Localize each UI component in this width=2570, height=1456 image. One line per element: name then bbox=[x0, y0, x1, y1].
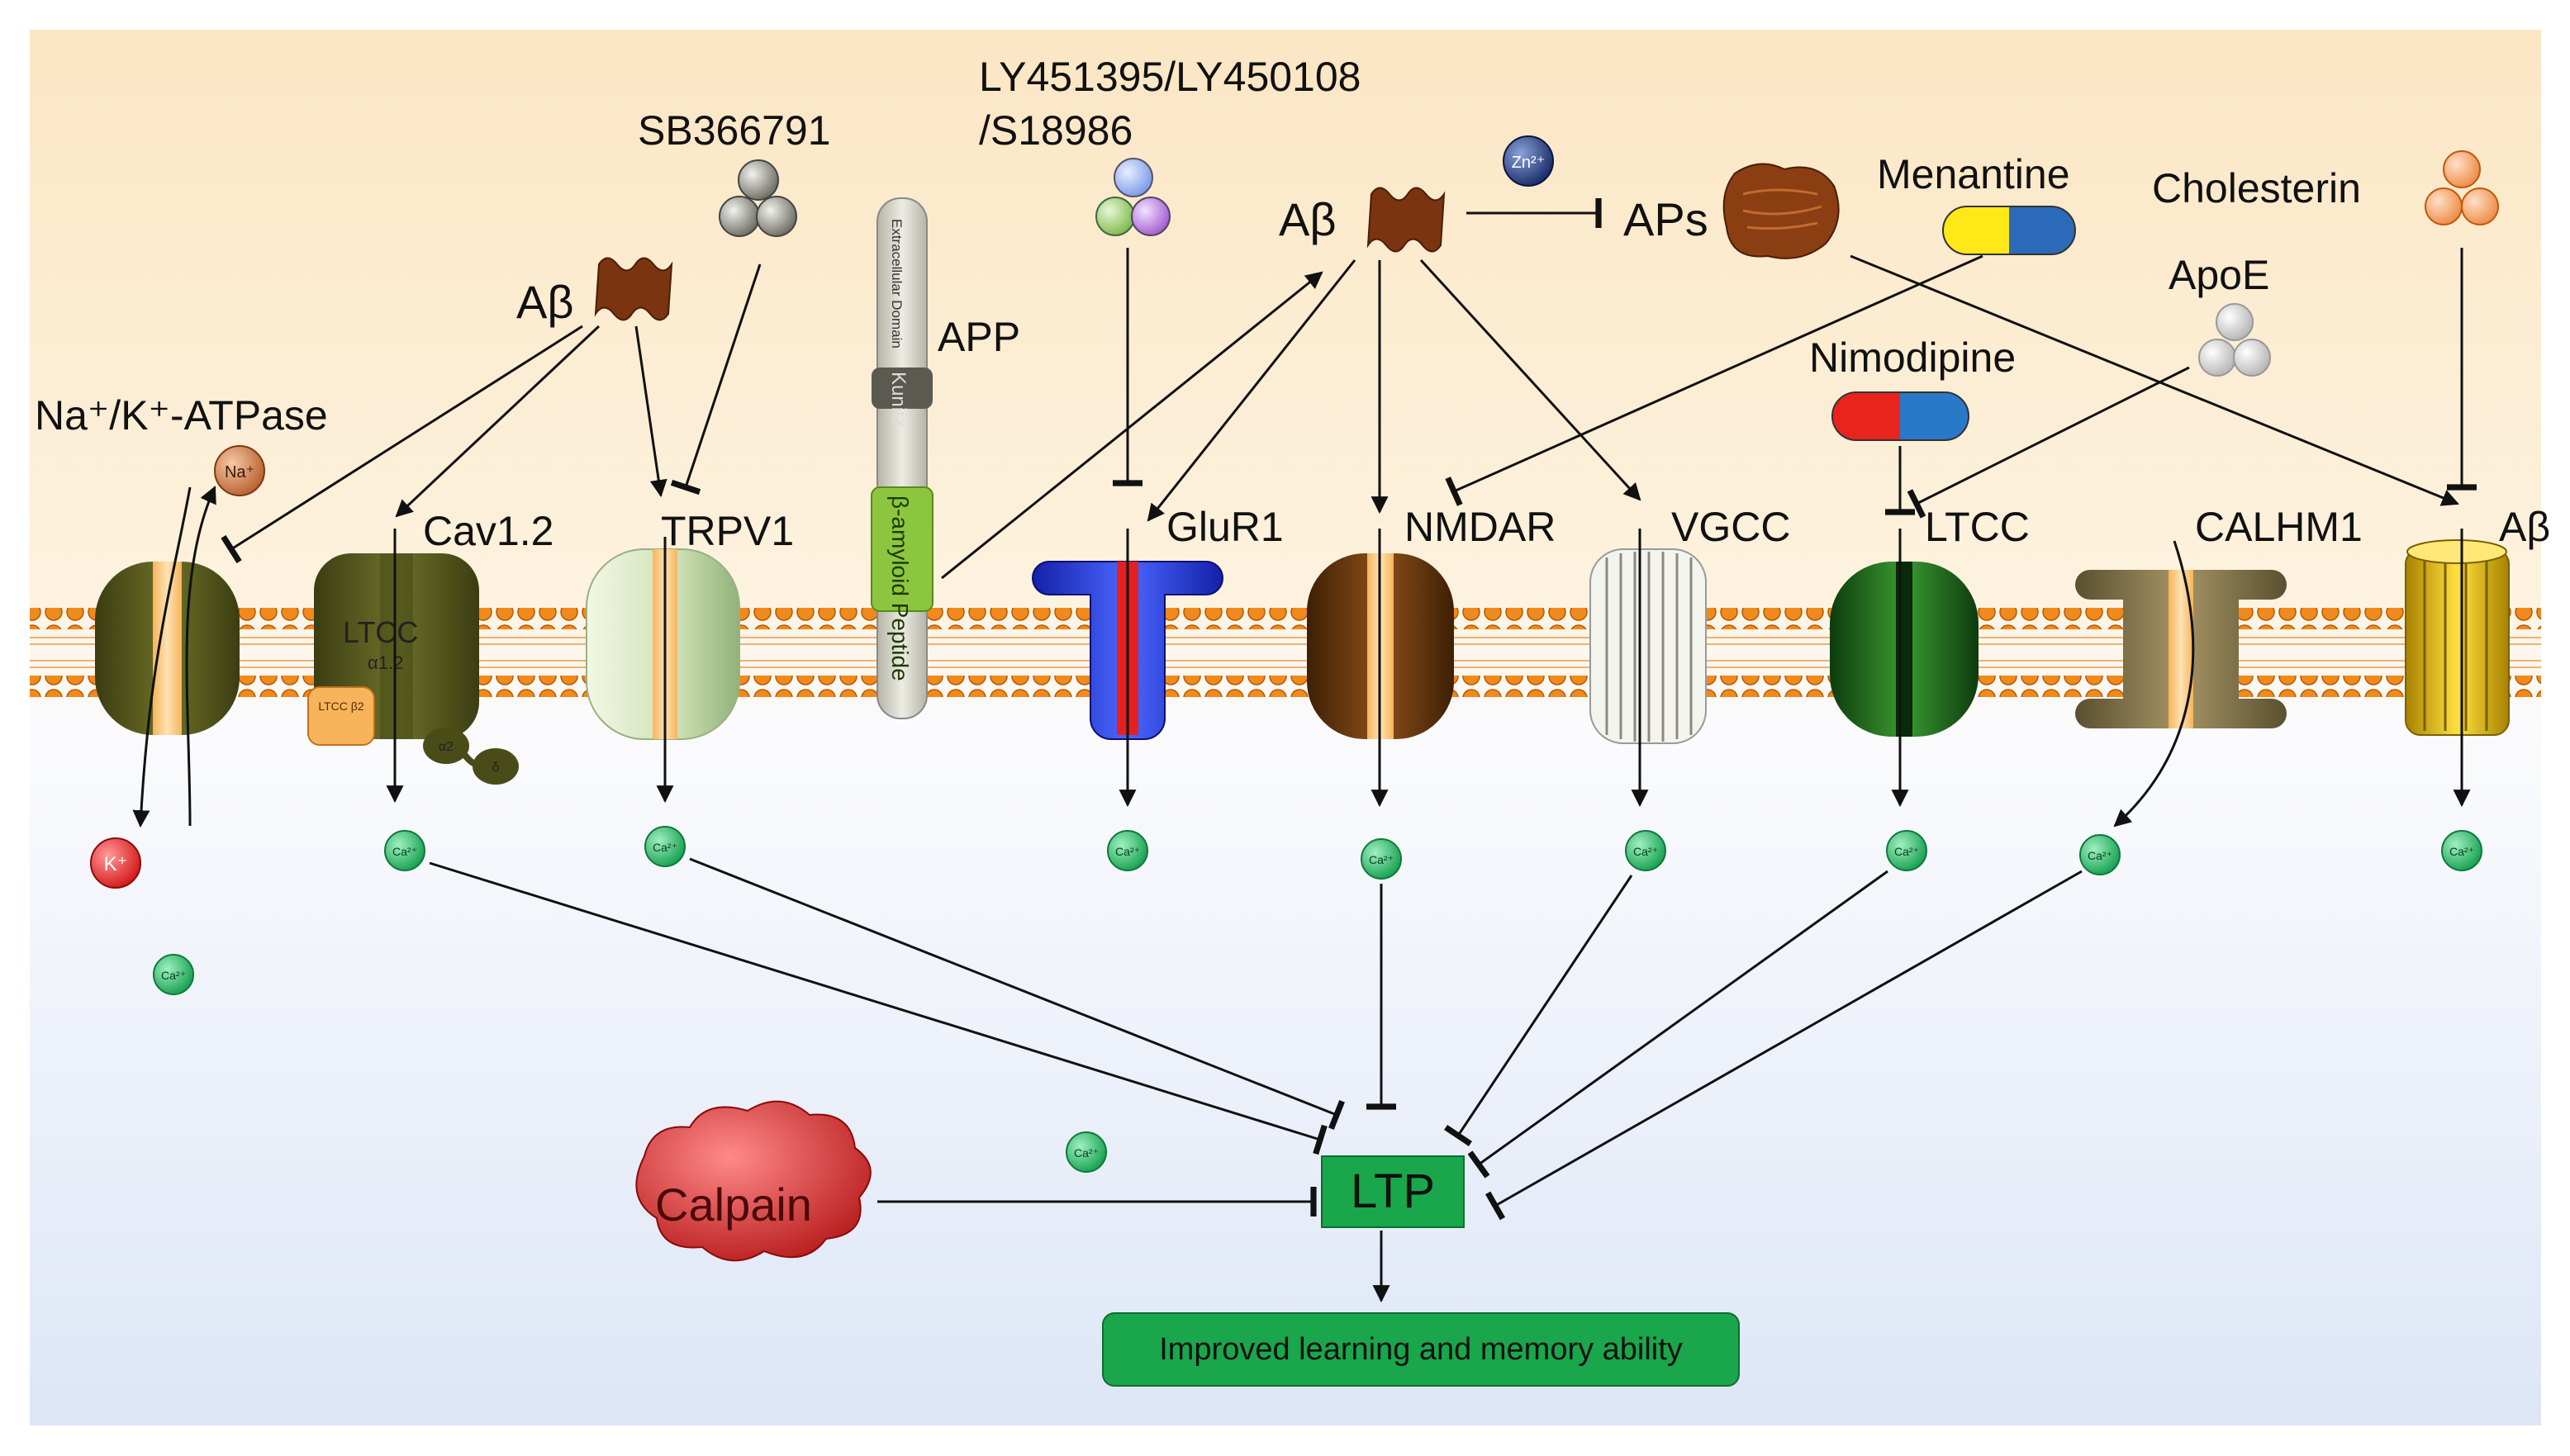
na-k-atpase-label: Na⁺/K⁺-ATPase bbox=[35, 392, 328, 439]
extracellular-connections bbox=[221, 198, 2477, 828]
calhm1-channel bbox=[2075, 570, 2287, 728]
apoe-molecule-icon bbox=[2198, 303, 2271, 377]
ltp-box bbox=[1321, 1155, 1465, 1228]
nmdar-label: NMDAR bbox=[1404, 504, 1556, 550]
ab-left-label: Aβ bbox=[516, 276, 574, 328]
k-ion: K⁺ bbox=[90, 837, 141, 889]
menantine-label: Menantine bbox=[1877, 151, 2070, 197]
ltcc-label: LTCC bbox=[1925, 504, 2030, 550]
na-ion: Na⁺ bbox=[214, 445, 265, 496]
ca-ion-free-center bbox=[1066, 1131, 1107, 1173]
ca-ion-nmdar bbox=[1361, 838, 1402, 880]
cholesterin-molecule-icon bbox=[2425, 150, 2499, 225]
cholesterin-label: Cholesterin bbox=[2152, 165, 2361, 211]
cav12-label: Cav1.2 bbox=[423, 508, 553, 554]
ltcc-main-label: LTCC bbox=[343, 615, 418, 649]
app-label: APP bbox=[938, 314, 1020, 360]
vgcc-channel bbox=[1589, 548, 1707, 744]
svg-text:K⁺: K⁺ bbox=[104, 853, 128, 875]
calhm1-label: CALHM1 bbox=[2195, 504, 2363, 550]
nimodipine-label: Nimodipine bbox=[1809, 334, 2016, 381]
ca-ion-calhm1 bbox=[2079, 834, 2121, 875]
outcome-label: Improved learning and memory ability bbox=[1159, 1332, 1683, 1367]
ab-pore-channel bbox=[2405, 539, 2510, 736]
ca-ion-free-left bbox=[153, 954, 194, 995]
vgcc-label: VGCC bbox=[1671, 504, 1790, 550]
ltcc-beta-label: LTCC β2 bbox=[318, 700, 363, 713]
app-protein bbox=[871, 197, 933, 719]
sb366791-molecule-icon bbox=[719, 159, 797, 237]
glur1-label: GluR1 bbox=[1166, 504, 1284, 550]
ca-ion-trpv1 bbox=[644, 826, 686, 867]
ltcc-alpha2-label: α2 bbox=[439, 740, 454, 754]
zn-ion: Zn²⁺ bbox=[1503, 135, 1554, 187]
aps-plaque-icon bbox=[1722, 163, 1840, 259]
outcome-box bbox=[1102, 1312, 1740, 1387]
calpain-label: Calpain bbox=[655, 1179, 812, 1231]
aps-label: APs bbox=[1623, 193, 1708, 245]
ca-ion-glur1 bbox=[1107, 830, 1148, 871]
ca-ion-cav12 bbox=[384, 830, 425, 871]
app-kunitz-label: Kunitz bbox=[887, 372, 910, 427]
apoe-label: ApoE bbox=[2169, 252, 2269, 298]
nimodipine-pill-icon bbox=[1831, 391, 1969, 441]
ltcc-channel bbox=[1830, 562, 1979, 737]
trpv1-label: TRPV1 bbox=[661, 508, 794, 554]
svg-text:Na⁺: Na⁺ bbox=[225, 463, 254, 481]
app-beta-amyloid-label: β-amyloid Peptide bbox=[887, 496, 913, 681]
ltcc-delta-label: δ bbox=[492, 761, 500, 775]
ly-compound-icon bbox=[1095, 158, 1171, 236]
ca-to-ltp-connections bbox=[429, 857, 2083, 1303]
ab-center-aggregate-icon bbox=[1366, 187, 1446, 253]
cav12-ltcc-channel bbox=[307, 553, 519, 785]
app-extracellular-domain-label: Extracellular Domain bbox=[889, 219, 905, 349]
ca-ion-ltcc bbox=[1886, 830, 1927, 871]
ab-center-label: Aβ bbox=[1279, 193, 1337, 245]
sb366791-label: SB366791 bbox=[638, 107, 831, 154]
ly-label-line1: LY451395/LY450108 bbox=[979, 54, 1361, 100]
calpain-icon bbox=[635, 1100, 872, 1262]
ltcc-alpha-label: α1.2 bbox=[368, 652, 403, 673]
ltp-label: LTP bbox=[1351, 1164, 1435, 1218]
menantine-pill-icon bbox=[1942, 206, 2076, 255]
trpv1-channel bbox=[586, 548, 740, 740]
na-k-atpase-channel bbox=[95, 486, 240, 828]
ca-ion-vgcc bbox=[1625, 830, 1666, 871]
ca-ion-ab-pore bbox=[2441, 830, 2482, 871]
ab-right-label: Aβ bbox=[2499, 504, 2550, 550]
ab-left-aggregate-icon bbox=[594, 257, 673, 321]
svg-text:Zn²⁺: Zn²⁺ bbox=[1512, 154, 1546, 172]
ly-label-line2: /S18986 bbox=[979, 107, 1133, 154]
